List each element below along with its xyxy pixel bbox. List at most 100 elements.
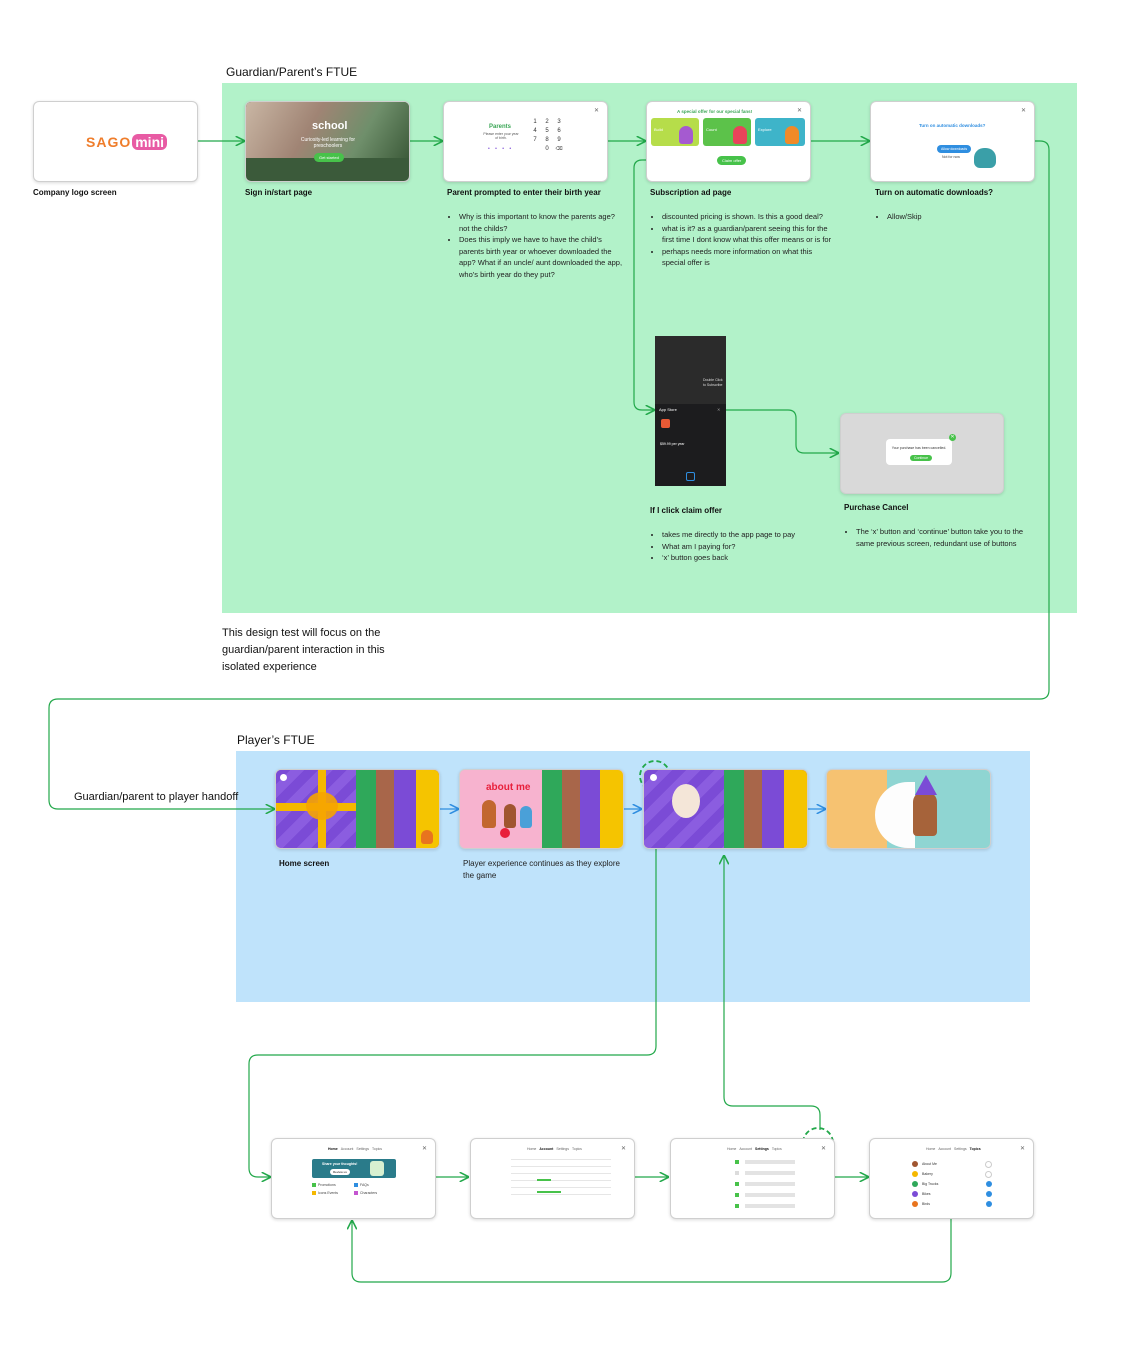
- key-2[interactable]: 2: [545, 119, 549, 125]
- tab-settings[interactable]: Settings: [954, 1147, 967, 1151]
- purchase-cancel-note: The ‘x’ button and ‘continue’ button tak…: [856, 526, 1026, 549]
- faqs-link[interactable]: FAQs: [354, 1183, 396, 1187]
- tab-settings[interactable]: Settings: [755, 1147, 769, 1151]
- key-6[interactable]: 6: [557, 128, 561, 134]
- not-for-now-button[interactable]: Not for now: [942, 155, 960, 159]
- tab-topics[interactable]: Topics: [771, 1147, 782, 1151]
- settings-close-icon[interactable]: ✕: [422, 1146, 428, 1152]
- store-side-text: Double Click to Subscribe: [703, 378, 723, 387]
- tab-home[interactable]: Home: [727, 1147, 737, 1151]
- topic-row[interactable]: Big Trucks: [912, 1179, 992, 1189]
- get-started-button[interactable]: Get started: [314, 153, 344, 162]
- tab-home[interactable]: Home: [328, 1147, 338, 1151]
- tab-home[interactable]: Home: [926, 1147, 936, 1151]
- purple-stripe: [580, 770, 600, 848]
- player-ftue-title: Player’s FTUE: [237, 733, 315, 747]
- key-9[interactable]: 9: [557, 137, 561, 143]
- settings-checkboxes: [735, 1160, 795, 1208]
- cancel-message: Your purchase has been cancelled.: [891, 446, 947, 450]
- review-us-button[interactable]: Review us: [330, 1169, 350, 1175]
- download-toggle-icon[interactable]: [985, 1160, 992, 1168]
- download-toggle-icon[interactable]: [986, 1201, 992, 1207]
- topic-row[interactable]: Bikes: [912, 1189, 992, 1199]
- account-link-green-2[interactable]: [537, 1191, 561, 1193]
- allow-downloads-button[interactable]: Allow downloads: [937, 145, 972, 153]
- settings-home-screen: Home Account Settings Topics ✕ Share you…: [271, 1138, 436, 1219]
- checkbox-row[interactable]: [735, 1160, 795, 1164]
- play-video-icon[interactable]: [500, 828, 510, 838]
- portrait-character-icon: [672, 784, 700, 818]
- face-id-icon[interactable]: [686, 472, 695, 481]
- tab-topics[interactable]: Topics: [372, 1147, 382, 1151]
- tab-home[interactable]: Home: [527, 1147, 537, 1151]
- sub-card-count: Count: [703, 118, 751, 146]
- continue-button[interactable]: Continue: [910, 455, 933, 461]
- tab-account[interactable]: Account: [938, 1147, 951, 1151]
- auto-downloads-note: Allow/Skip: [887, 211, 1037, 223]
- focus-text: This design test will focus on the guard…: [222, 627, 385, 673]
- key-8[interactable]: 8: [545, 137, 549, 143]
- checkbox-row[interactable]: [735, 1193, 795, 1197]
- birth-year-close-icon[interactable]: ✕: [594, 108, 600, 114]
- kid-character-icon: [520, 806, 532, 828]
- handoff-text: Guardian/parent to player handoff: [74, 791, 239, 803]
- key-3[interactable]: 3: [557, 119, 561, 125]
- download-toggle-icon[interactable]: [986, 1191, 992, 1197]
- key-1[interactable]: 1: [533, 119, 537, 125]
- signin-photo: [246, 102, 409, 158]
- green-stripe: [356, 770, 376, 848]
- checkbox-row[interactable]: [735, 1204, 795, 1208]
- tab-account[interactable]: Account: [739, 1147, 752, 1151]
- app-store-sheet: App Store ✕ $59.99 per year: [655, 404, 726, 486]
- app-store-close-icon[interactable]: ✕: [717, 407, 721, 412]
- key-7[interactable]: 7: [533, 137, 537, 143]
- downloads-close-icon[interactable]: ✕: [1021, 108, 1027, 114]
- promotions-link[interactable]: Promotions: [312, 1183, 354, 1187]
- account-link-green[interactable]: [537, 1179, 551, 1181]
- settings-close-icon[interactable]: ✕: [1020, 1146, 1026, 1152]
- birth-year-caption: Parent prompted to enter their birth yea…: [447, 188, 601, 197]
- orange-character-icon: [785, 126, 799, 144]
- subscription-close-icon[interactable]: ✕: [797, 108, 803, 114]
- key-0[interactable]: 0: [545, 146, 549, 152]
- download-toggle-icon[interactable]: [986, 1181, 992, 1187]
- sub-card-label: Count: [706, 127, 717, 132]
- yellow-stripe: [600, 770, 623, 848]
- share-thoughts-banner: Share your thoughts! Review us: [312, 1159, 396, 1178]
- icons-events-link[interactable]: Icons Events: [312, 1191, 354, 1195]
- cancel-close-icon[interactable]: ✕: [949, 434, 956, 441]
- tab-settings[interactable]: Settings: [556, 1147, 569, 1151]
- birth-year-dots: • • • •: [488, 146, 514, 152]
- settings-tabs: Home Account Settings Topics: [328, 1147, 382, 1151]
- topic-row[interactable]: Birds: [912, 1199, 992, 1209]
- checkbox-row[interactable]: [735, 1171, 795, 1175]
- ten-badge-icon: [370, 1161, 384, 1176]
- settings-tabs: Home Account Settings Topics: [727, 1147, 782, 1151]
- download-toggle-icon[interactable]: [985, 1170, 992, 1178]
- key-5[interactable]: 5: [545, 128, 549, 134]
- key-4[interactable]: 4: [533, 128, 537, 134]
- settings-close-icon[interactable]: ✕: [621, 1146, 627, 1152]
- topic-label: About Me: [922, 1162, 937, 1166]
- parent-gate-icon[interactable]: [280, 774, 287, 781]
- tab-account[interactable]: Account: [539, 1147, 554, 1151]
- topics-list: About Me Bakery Big Trucks Bikes Birds: [912, 1159, 992, 1209]
- topic-thumb-icon: [912, 1201, 918, 1207]
- checkbox-row[interactable]: [735, 1182, 795, 1186]
- tab-account[interactable]: Account: [340, 1147, 354, 1151]
- settings-tabs: Home Account Settings Topics: [527, 1147, 582, 1151]
- tab-topics[interactable]: Topics: [969, 1147, 981, 1151]
- tab-topics[interactable]: Topics: [572, 1147, 582, 1151]
- tab-settings[interactable]: Settings: [356, 1147, 370, 1151]
- claim-offer-button[interactable]: Claim offer: [717, 156, 747, 165]
- auto-downloads-screen: ✕ Turn on automatic downloads? Allow dow…: [870, 101, 1035, 182]
- topic-row[interactable]: Bakery: [912, 1169, 992, 1179]
- settings-close-icon[interactable]: ✕: [821, 1146, 827, 1152]
- backspace-icon[interactable]: ⌫: [555, 146, 563, 152]
- parent-gate-icon[interactable]: [650, 774, 657, 781]
- characters-link[interactable]: Characters: [354, 1191, 396, 1195]
- arrow-settings-close-to-game: [724, 856, 821, 1130]
- green-stripe: [724, 770, 744, 848]
- topic-row[interactable]: About Me: [912, 1159, 992, 1169]
